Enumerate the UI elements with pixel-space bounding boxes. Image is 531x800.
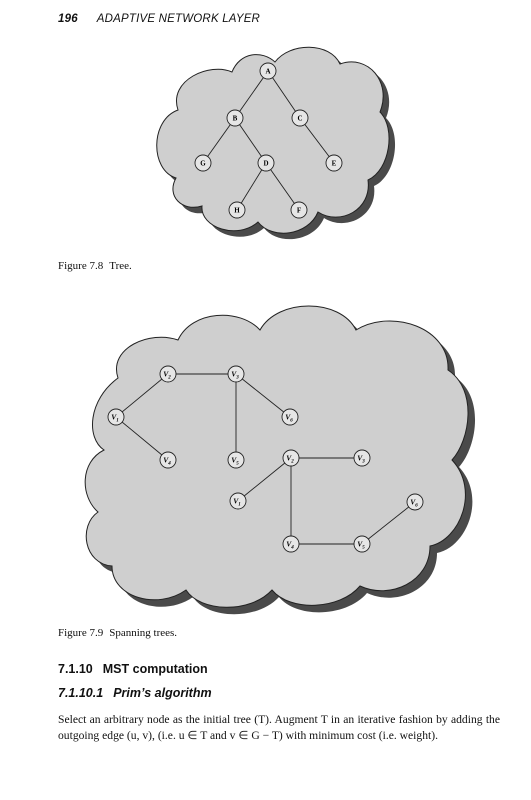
spanning-node-label: V6 <box>285 413 293 424</box>
tree-node: C <box>291 109 309 127</box>
spanning-node-label: V1 <box>111 413 119 424</box>
spanning-node-label: V4 <box>286 540 294 551</box>
subsection-title: Prim’s algorithm <box>113 686 212 700</box>
tree-node-label: B <box>233 115 238 123</box>
spanning-node: V5 <box>227 451 245 469</box>
tree-node: G <box>194 154 212 172</box>
spanning-node: V5 <box>353 535 371 553</box>
spanning-node: V6 <box>281 408 299 426</box>
tree-node: D <box>257 154 275 172</box>
spanning-node: V4 <box>159 451 177 469</box>
spanning-node: V2 <box>282 449 300 467</box>
subsection-number: 7.1.10.1 <box>58 686 104 700</box>
spanning-node-label: V3 <box>231 370 239 381</box>
section-title: MST computation <box>102 662 208 676</box>
tree-node: H <box>228 201 246 219</box>
spanning-node: V1 <box>229 492 247 510</box>
spanning-node-label: V2 <box>163 370 171 381</box>
tree-node-label: H <box>234 207 240 215</box>
spanning-edges <box>115 373 416 545</box>
tree-node: E <box>325 154 343 172</box>
spanning-node-label: V3 <box>357 454 365 465</box>
spanning-node: V3 <box>353 449 371 467</box>
running-head: 196 ADAPTIVE NETWORK LAYER <box>58 13 260 25</box>
tree-node: F <box>290 201 308 219</box>
figure-caption-text: Tree. <box>109 260 132 272</box>
running-title: ADAPTIVE NETWORK LAYER <box>96 13 261 25</box>
spanning-node: V6 <box>406 493 424 511</box>
figure-7-8-caption: Figure 7.8 Tree. <box>58 260 132 272</box>
spanning-node-label: V5 <box>357 540 365 551</box>
figure-label: Figure 7.9 <box>58 627 104 639</box>
tree-node-label: C <box>297 115 302 123</box>
tree-node-label: D <box>263 160 268 168</box>
figure-label: Figure 7.8 <box>58 260 104 272</box>
spanning-node: V4 <box>282 535 300 553</box>
tree-node-label: E <box>332 160 337 168</box>
tree-node: B <box>226 109 244 127</box>
tree-node-label: A <box>265 68 270 76</box>
spanning-node-label: V5 <box>231 456 239 467</box>
tree-edges <box>202 70 335 211</box>
spanning-node: V3 <box>227 365 245 383</box>
body-paragraph: Select an arbitrary node as the initial … <box>58 713 500 742</box>
section-heading: 7.1.10 MST computation <box>58 662 208 676</box>
spanning-node-label: V1 <box>233 497 241 508</box>
cloud-shape <box>84 305 469 608</box>
tree-node: A <box>259 62 277 80</box>
spanning-node: V2 <box>159 365 177 383</box>
figure-7-9-caption: Figure 7.9 Spanning trees. <box>58 627 177 639</box>
spanning-node-label: V6 <box>410 498 418 509</box>
tree-node-label: G <box>200 160 206 168</box>
section-number: 7.1.10 <box>58 662 93 676</box>
figure-caption-text: Spanning trees. <box>109 627 178 639</box>
spanning-node-label: V2 <box>286 454 294 465</box>
subsection-heading: 7.1.10.1 Prim’s algorithm <box>58 686 212 700</box>
figure-tree: A B C G D E H F <box>156 46 396 240</box>
tree-node-label: F <box>297 207 301 215</box>
page-number: 196 <box>58 13 78 25</box>
spanning-node: V1 <box>107 408 125 426</box>
spanning-node-label: V4 <box>163 456 171 467</box>
